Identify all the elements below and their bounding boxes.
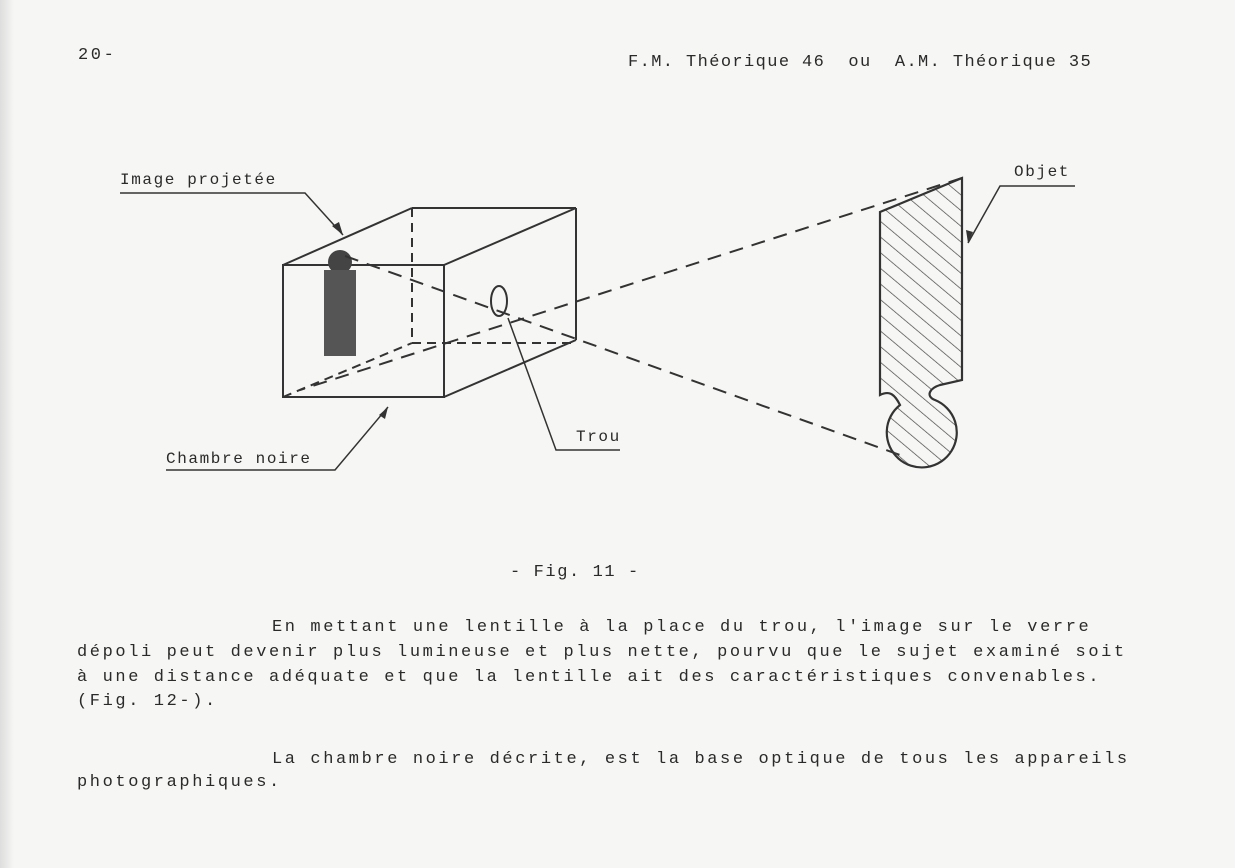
label-hole: Trou	[576, 428, 621, 446]
paragraph-line: photographiques.	[77, 773, 282, 792]
paragraph-line: La chambre noire décrite, est la base op…	[272, 750, 1130, 769]
arrowheads	[332, 222, 973, 419]
label-projected-image: Image projetée	[120, 171, 277, 189]
figure-caption: - Fig. 11 -	[510, 563, 640, 582]
leader-lines	[120, 185, 1075, 471]
paragraph-line: (Fig. 12-).	[77, 692, 218, 711]
light-rays	[299, 177, 963, 456]
pinhole	[490, 285, 508, 317]
paragraph-line: à une distance adéquate et que la lentil…	[77, 668, 1102, 687]
box-front-face	[282, 264, 445, 398]
label-camera-obscura: Chambre noire	[166, 450, 312, 468]
projected-image-silhouette	[324, 250, 356, 356]
scan-edge	[0, 0, 14, 868]
paragraph-line: dépoli peut devenir plus lumineuse et pl…	[77, 643, 1127, 662]
page-number: 20-	[78, 46, 117, 65]
object-figure	[878, 176, 964, 469]
label-object: Objet	[1014, 163, 1071, 181]
running-header: F.M. Théorique 46 ou A.M. Théorique 35	[628, 53, 1093, 72]
paragraph-line: En mettant une lentille à la place du tr…	[272, 618, 1092, 637]
